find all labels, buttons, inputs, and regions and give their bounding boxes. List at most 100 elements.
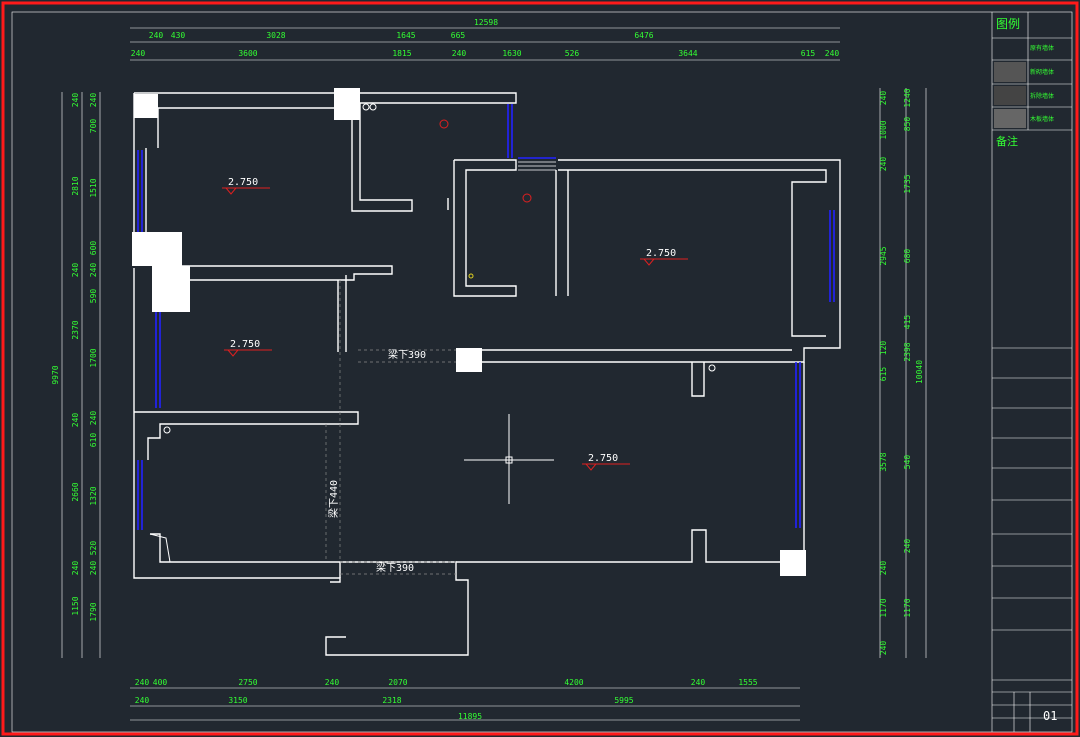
windows: [137, 104, 835, 530]
dim-top-1: 430: [171, 31, 186, 40]
dim-left-inner: 240: [89, 263, 98, 278]
beam-label-2: 梁下390: [376, 561, 414, 574]
dim-left-inner: 610: [89, 433, 98, 448]
level-4: 2.750: [588, 453, 618, 464]
dim-top-2: 3644: [678, 49, 697, 58]
dim-left-inner: 240: [89, 561, 98, 576]
dim-bottom-1: 240: [691, 678, 706, 687]
dim-right-inner: 1240: [903, 88, 912, 107]
dim-left-inner: 1320: [89, 486, 98, 505]
dim-right-outer: 2945: [879, 246, 888, 265]
dim-bottom-1: 2070: [388, 678, 407, 687]
dim-top-2: 615: [801, 49, 816, 58]
dim-right-inner: 2398: [903, 342, 912, 361]
dim-right-outer: 615: [879, 367, 888, 382]
dim-top-1: 3028: [266, 31, 285, 40]
level-3: 2.750: [230, 339, 260, 350]
dim-bottom-total: 11895: [458, 712, 482, 721]
dim-top-2: 3600: [238, 49, 257, 58]
legend-item-4: 木板墙体: [1030, 115, 1054, 123]
columns: [132, 88, 806, 576]
beam-label-1: 梁下390: [388, 348, 426, 361]
dim-left-inner: 600: [89, 241, 98, 256]
dim-left-inner: 520: [89, 541, 98, 556]
dim-bottom-1: 1555: [738, 678, 757, 687]
legend-hatch-3: [994, 109, 1026, 128]
dim-top-1: 240: [149, 31, 164, 40]
dim-left-outer: 1150: [71, 596, 80, 615]
dim-bottom-2: 240: [135, 696, 150, 705]
dim-left-outer: 240: [71, 413, 80, 428]
dim-bottom-2: 2318: [382, 696, 401, 705]
dim-right-outer: 1170: [879, 598, 888, 617]
dim-right-inner: 1735: [903, 174, 912, 193]
dim-left-outer: 2370: [71, 320, 80, 339]
dim-right-outer: 120: [879, 341, 888, 356]
title-block: [991, 12, 1072, 732]
level-marks: 2.750 2.750 2.750 2.750: [222, 177, 688, 471]
dim-left-inner: 240: [89, 93, 98, 108]
dim-left-total: 9970: [51, 365, 60, 384]
dim-left-outer: 2810: [71, 176, 80, 195]
legend-title: 图例: [996, 17, 1020, 31]
dim-bottom-2: 5995: [614, 696, 633, 705]
dim-top-2: 240: [131, 49, 146, 58]
legend-hatch-1: [994, 62, 1026, 82]
notes-title: 备注: [996, 134, 1018, 148]
dim-top-1: 6476: [634, 31, 653, 40]
level-2: 2.750: [646, 248, 676, 259]
dim-right-inner: 415: [903, 315, 912, 330]
inner-border: [11, 11, 1073, 733]
dim-left-outer: 240: [71, 561, 80, 576]
level-1: 2.750: [228, 177, 258, 188]
dim-left-inner: 240: [89, 411, 98, 426]
dim-bottom-1: 240: [135, 678, 150, 687]
legend-item-1: 原有墙体: [1030, 44, 1054, 52]
dim-right-outer: 1000: [879, 120, 888, 139]
dim-left-outer: 2660: [71, 482, 80, 501]
dim-top-2: 1630: [502, 49, 521, 58]
fixtures: [149, 103, 716, 563]
legend-hatch-2: [994, 86, 1026, 105]
walls: [133, 92, 841, 656]
dim-right-inner: 850: [903, 117, 912, 132]
dim-left-inner: 1790: [89, 602, 98, 621]
dim-right-outer: 240: [879, 157, 888, 172]
dim-left-outer: 240: [71, 263, 80, 278]
dim-top-1: 1645: [396, 31, 415, 40]
dim-top-2: 240: [452, 49, 467, 58]
dim-left-inner: 590: [89, 289, 98, 304]
beam-lines: [325, 280, 456, 575]
dim-left-inner: 1510: [89, 178, 98, 197]
dim-right-inner: 540: [903, 455, 912, 470]
dim-left-outer: 240: [71, 93, 80, 108]
dim-right-outer: 3578: [879, 452, 888, 471]
dimension-lines: [61, 27, 927, 721]
dim-right-inner: 240: [903, 539, 912, 554]
dim-right-outer: 240: [879, 641, 888, 656]
dim-bottom-1: 240: [325, 678, 340, 687]
window-frames: [518, 161, 556, 171]
dim-right-outer: 240: [879, 561, 888, 576]
dim-right-outer: 240: [879, 91, 888, 106]
dim-right-total: 10040: [915, 360, 924, 384]
legend-item-2: 新砌墙体: [1030, 68, 1054, 76]
dim-top-1: 665: [451, 31, 466, 40]
dim-top-total: 12598: [474, 18, 498, 27]
dim-bottom-1: 4200: [564, 678, 583, 687]
dim-top-2: 526: [565, 49, 580, 58]
dim-bottom-1: 400: [153, 678, 168, 687]
dim-bottom-1: 2750: [238, 678, 257, 687]
dim-left-inner: 700: [89, 119, 98, 134]
beam-label-3: 梁下440: [327, 480, 340, 518]
dim-bottom-2: 3150: [228, 696, 247, 705]
dim-right-inner: 680: [903, 249, 912, 264]
crosshair-cursor: [464, 414, 554, 504]
legend-item-3: 拆除墙体: [1030, 92, 1054, 100]
dim-top-2: 1815: [392, 49, 411, 58]
dim-right-inner: 1170: [903, 598, 912, 617]
dim-top-2: 240: [825, 49, 840, 58]
